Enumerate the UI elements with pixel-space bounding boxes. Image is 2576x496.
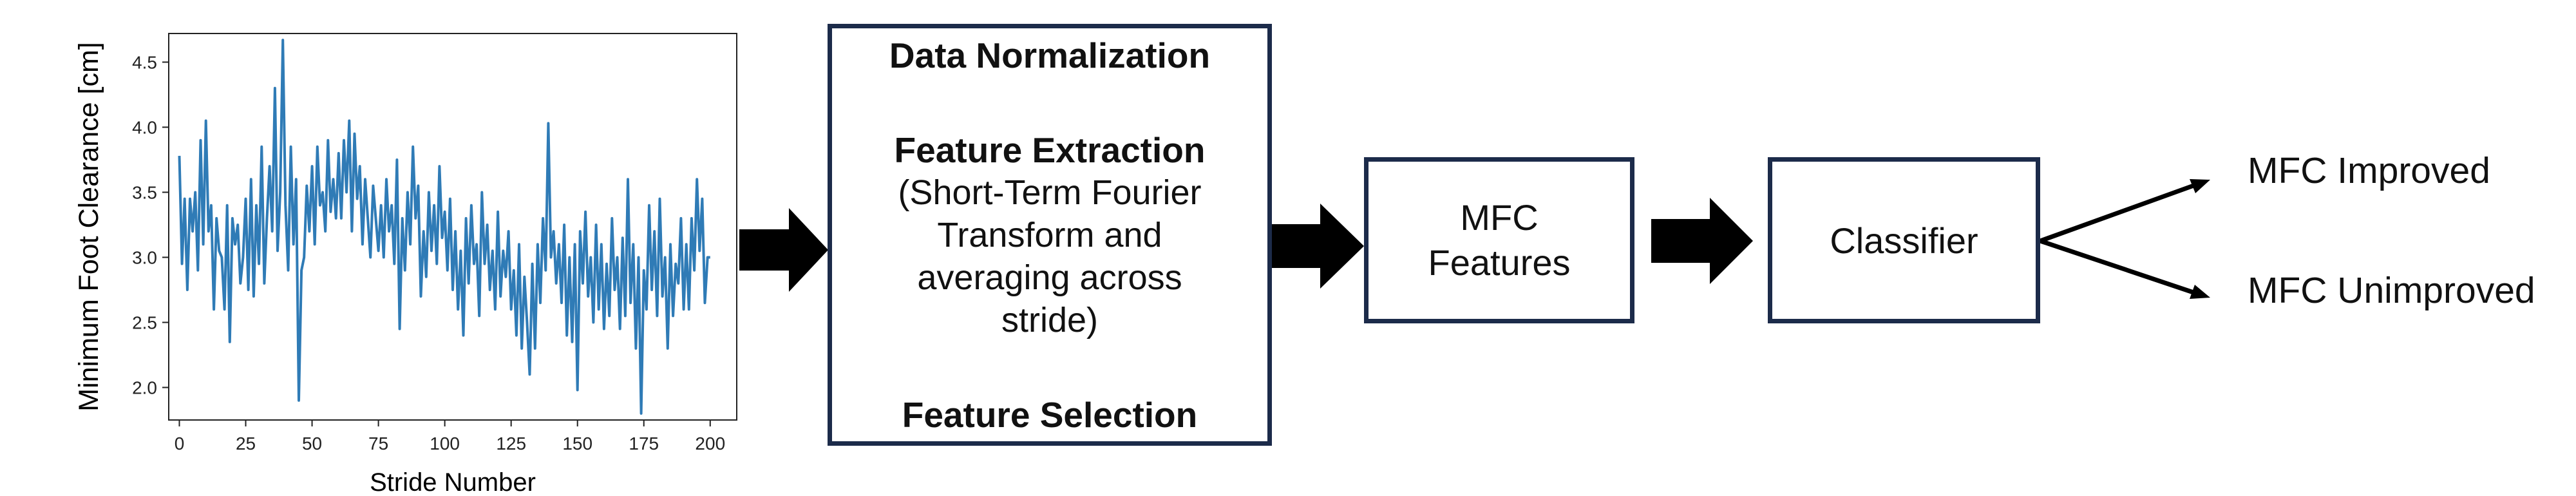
mfc-features-line-1: MFC — [1460, 197, 1539, 238]
feature-extraction-desc-4: stride) — [1001, 300, 1098, 339]
feature-extraction-desc-2: Transform and — [937, 216, 1162, 255]
data-normalization-title: Data Normalization — [889, 35, 1211, 75]
x-tick-label: 100 — [430, 434, 460, 453]
classifier-box: Classifier — [1768, 157, 2040, 323]
x-axis-ticks: 0 25 50 75 100 125 150 175 200 — [175, 420, 725, 453]
x-tick-label: 50 — [302, 434, 322, 453]
arrowhead-unimproved — [2190, 285, 2210, 299]
arrow-normalization-to-features — [1270, 204, 1364, 289]
plot-area — [168, 33, 737, 421]
x-tick-label: 75 — [368, 434, 388, 453]
x-tick-label: 200 — [695, 434, 725, 453]
y-tick-label: 2.0 — [132, 377, 157, 397]
output-mfc-unimproved: MFC Unimproved — [2248, 270, 2535, 311]
x-tick-label: 25 — [236, 434, 256, 453]
x-tick-label: 175 — [629, 434, 659, 453]
classifier-label: Classifier — [1830, 220, 1978, 261]
feature-extraction-desc-3: averaging across — [917, 258, 1182, 298]
arrow-chart-to-normalization — [739, 208, 828, 292]
mfc-line-chart: 2.0 2.5 3.0 3.5 4.0 4.5 0 25 50 75 100 125 150 175 20… — [73, 33, 737, 496]
branch-line-unimproved — [2039, 238, 2199, 296]
y-axis-label: Minimum Foot Clearance [cm] — [73, 42, 104, 412]
output-mfc-improved: MFC Improved — [2248, 150, 2490, 191]
x-tick-label: 0 — [175, 434, 185, 453]
feature-extraction-group: Feature Extraction (Short-Term Fourier T… — [895, 129, 1206, 342]
x-tick-label: 125 — [496, 434, 526, 453]
mfc-series-line — [178, 39, 710, 415]
x-tick-label: 150 — [562, 434, 592, 453]
arrow-features-to-classifier — [1651, 198, 1753, 284]
feature-selection-title: Feature Selection — [902, 395, 1198, 435]
mfc-features-box: MFC Features — [1364, 157, 1634, 323]
y-axis-ticks: 2.0 2.5 3.0 3.5 4.0 4.5 — [132, 52, 169, 397]
feature-extraction-desc-1: (Short-Term Fourier — [898, 173, 1202, 213]
y-tick-label: 3.0 — [132, 247, 157, 267]
arrowhead-improved — [2190, 179, 2210, 193]
normalization-box: Data Normalization Feature Extraction (S… — [828, 24, 1272, 446]
mfc-features-line-2: Features — [1428, 242, 1571, 283]
feature-extraction-title: Feature Extraction — [894, 130, 1206, 171]
y-tick-label: 3.5 — [132, 182, 157, 202]
y-tick-label: 4.0 — [132, 117, 157, 137]
branch-line-improved — [2039, 182, 2199, 243]
y-tick-label: 2.5 — [132, 312, 157, 332]
x-axis-label: Stride Number — [370, 468, 536, 496]
y-tick-label: 4.5 — [132, 52, 157, 72]
